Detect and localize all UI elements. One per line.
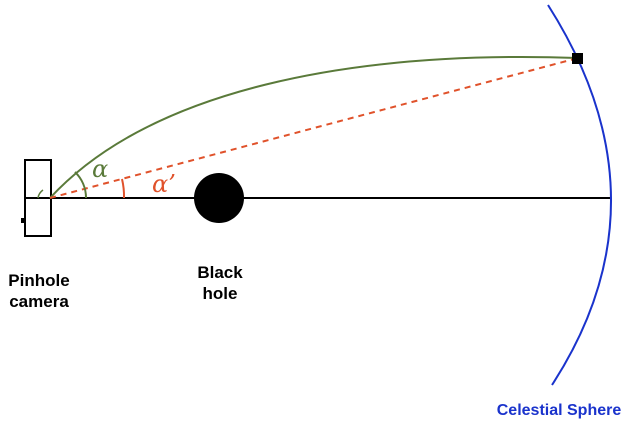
black-hole-label-line-1: Black <box>197 263 243 282</box>
camera-label-line-1: Pinhole <box>8 271 70 290</box>
alpha-prime-label: α’ <box>152 170 176 198</box>
black-hole-label: Black hole <box>180 262 260 304</box>
alpha-prime-angle-arc <box>121 178 126 199</box>
black-hole <box>194 173 244 223</box>
bent-light-ray <box>49 56 579 199</box>
camera-angle-arc <box>37 189 44 199</box>
celestial-sphere-label: Celestial Sphere <box>496 402 622 419</box>
camera-sensor-point <box>21 218 26 223</box>
camera-label: Pinhole camera <box>0 270 78 312</box>
apparent-direction-ray <box>49 57 579 199</box>
pinhole-camera <box>21 159 52 237</box>
black-hole-label-line-2: hole <box>202 284 238 303</box>
alpha-angle-arc <box>74 171 88 199</box>
alpha-label: α <box>92 155 108 183</box>
camera-label-line-2: camera <box>9 292 69 311</box>
source-star-marker <box>572 53 583 64</box>
